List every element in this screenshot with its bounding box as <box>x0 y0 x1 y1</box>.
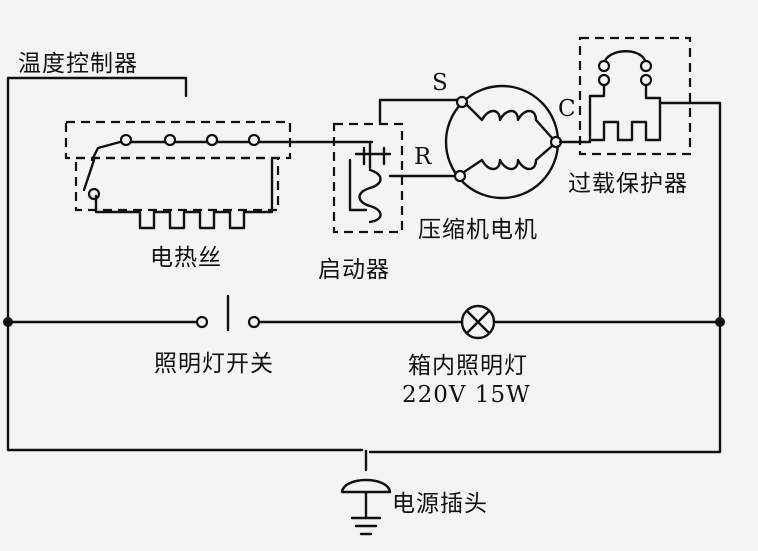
ground-symbol <box>350 516 382 536</box>
starter-coil <box>358 168 382 224</box>
start-winding <box>464 102 554 140</box>
overload-protector-box <box>578 36 692 156</box>
protector-heater-element <box>558 84 662 144</box>
thermostat-switch-blade <box>82 158 96 192</box>
right-rail-wire <box>368 101 722 454</box>
terminal-r-label: R <box>414 144 433 170</box>
starter-coil-lead <box>348 140 372 212</box>
protector-bimetal <box>602 50 648 66</box>
terminal-s-post <box>455 95 469 109</box>
terminal-s-label: S <box>432 70 449 96</box>
heater-element <box>94 158 274 230</box>
cabinet-light-label: 箱内照明灯 <box>408 353 528 379</box>
light-rating-label: 220V 15W <box>402 382 531 408</box>
thermostat-contact-bar <box>90 140 292 162</box>
compressor-motor-label: 压缩机电机 <box>418 217 538 243</box>
protector-terminal-2 <box>597 73 611 87</box>
power-plug-label: 电源插头 <box>392 491 488 517</box>
starter-contacts <box>354 146 392 166</box>
light-switch-label: 照明灯开关 <box>154 351 274 377</box>
thermostat-terminal-1 <box>119 133 133 147</box>
protector-terminal-1 <box>597 59 611 73</box>
overload-protector-label: 过载保护器 <box>568 171 688 197</box>
thermostat-box <box>64 120 292 160</box>
thermostat-terminal-3 <box>205 133 219 147</box>
thermostat-terminal-4 <box>247 133 261 147</box>
plug-body <box>340 478 392 520</box>
left-rail-wire <box>6 76 364 452</box>
heater-label: 电热丝 <box>150 245 222 271</box>
thermostat-terminal-2 <box>163 133 177 147</box>
junction-right <box>715 317 725 327</box>
starter-box <box>332 122 404 234</box>
s-terminal-wire <box>378 98 460 126</box>
light-switch-terminal-left <box>195 315 209 329</box>
lamp-cross <box>465 309 491 335</box>
light-switch-terminal-right <box>247 315 261 329</box>
thermostat-label: 温度控制器 <box>18 51 138 77</box>
terminal-c-label: C <box>558 96 577 122</box>
junction-left <box>3 317 13 327</box>
terminal-r-post <box>453 169 467 183</box>
starter-label: 启动器 <box>318 257 390 283</box>
run-winding <box>462 144 554 174</box>
heater-box <box>74 156 280 212</box>
protector-terminal-3 <box>639 59 653 73</box>
protector-terminal-4 <box>639 73 653 87</box>
thermostat-switch-pivot <box>87 187 101 201</box>
